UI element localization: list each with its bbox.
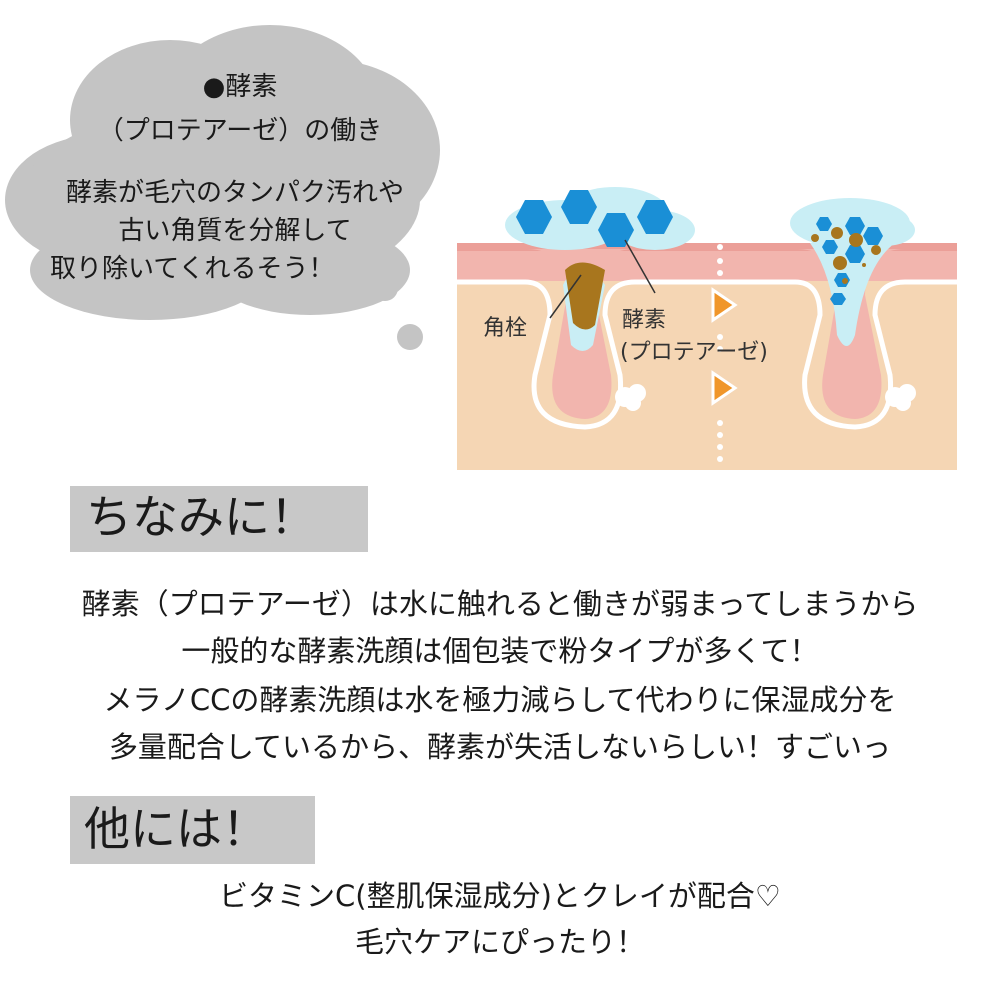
thought-cloud	[5, 25, 440, 350]
pore-diagram	[457, 187, 957, 470]
cloud-body-line1: 酵素が毛穴のタンパク汚れや	[65, 178, 404, 208]
section2-heading-bg	[70, 796, 315, 864]
cloud-body-line3: 取り除いてくれるそう！	[50, 254, 335, 284]
section1-heading: ちなみに！	[86, 490, 316, 544]
section2-line1: ビタミンC(整肌保湿成分)とクレイが配合♡	[219, 879, 781, 913]
label-enzyme-sub: (プロテアーゼ)	[620, 340, 768, 365]
section1-line4: 多量配合しているから、酵素が失活しないらしい！すごいっ	[108, 730, 892, 764]
section2-line2: 毛穴ケアにぴったり！	[354, 925, 645, 959]
cloud-title-line1: ●酵素	[202, 72, 278, 102]
section2-heading: 他には！	[84, 802, 268, 856]
section1-line3: メラノCCの酵素洗顔は水を極力減らして代わりに保湿成分を	[103, 683, 897, 717]
label-plug: 角栓	[483, 316, 528, 341]
section1-heading-bg	[70, 486, 368, 552]
cloud-body-line2: 古い角質を分解して	[118, 216, 352, 246]
section1-line1: 酵素（プロテアーゼ）は水に触れると働きが弱まってしまうから	[81, 587, 919, 621]
section1-line2: 一般的な酵素洗顔は個包装で粉タイプが多くて！	[181, 634, 819, 668]
cloud-title-line2: （プロテアーゼ）の働き	[97, 116, 383, 146]
label-enzyme: 酵素	[622, 308, 667, 333]
